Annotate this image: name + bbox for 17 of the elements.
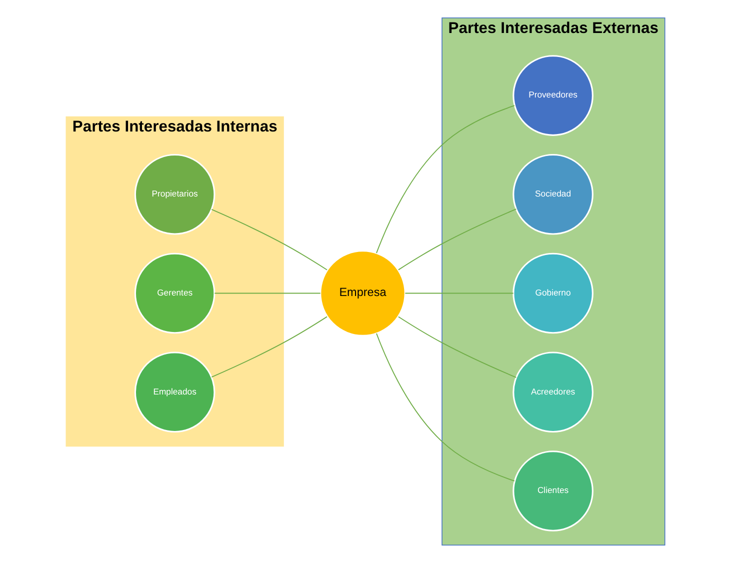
node-circle: Sociedad	[512, 154, 593, 235]
connector	[397, 208, 516, 270]
node-circle: Acreedores	[512, 352, 593, 433]
connector	[404, 292, 514, 294]
connector	[210, 209, 327, 270]
connector	[376, 332, 514, 482]
connector	[376, 105, 514, 254]
connector	[397, 316, 516, 378]
connector	[210, 316, 327, 378]
node-circle: Propietarios	[134, 154, 215, 235]
connector	[214, 292, 320, 294]
node-circle: Gerentes	[134, 252, 215, 334]
node-circle: Gobierno	[512, 252, 593, 334]
node-circle: Empleados	[134, 352, 215, 433]
node-circle: Empresa	[319, 250, 406, 336]
node-circle: Clientes	[512, 450, 593, 532]
node-circle: Proveedores	[512, 55, 593, 136]
